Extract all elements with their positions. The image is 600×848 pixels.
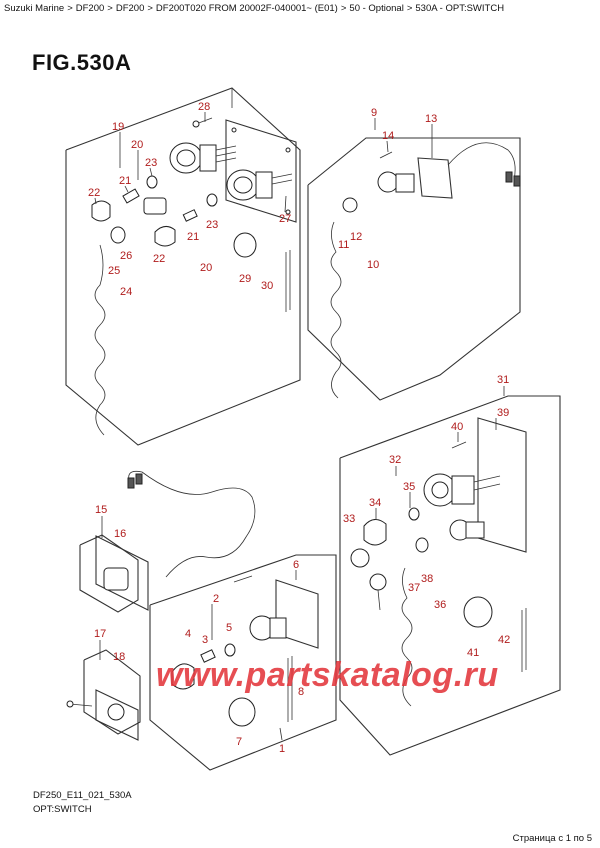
callout-38: 38 bbox=[421, 573, 433, 585]
group-a-mount-plate bbox=[225, 119, 297, 223]
callout-5: 5 bbox=[226, 622, 232, 634]
figure-label: OPT:SWITCH bbox=[33, 804, 92, 815]
breadcrumb: Suzuki Marine>DF200>DF200>DF200T020 FROM… bbox=[4, 3, 504, 14]
stop-switch-b bbox=[342, 142, 521, 213]
callout-20-lower: 20 bbox=[200, 262, 212, 274]
kill-switch-d bbox=[95, 470, 256, 611]
callout-21-lower: 21 bbox=[187, 231, 199, 243]
callout-2: 2 bbox=[213, 593, 219, 605]
watermark: www.partskatalog.ru bbox=[156, 656, 499, 694]
leader-lines bbox=[94, 112, 505, 741]
breadcrumb-item-current: 530A - OPT:SWITCH bbox=[415, 3, 505, 14]
callout-41: 41 bbox=[467, 647, 479, 659]
figure-title: FIG.530A bbox=[32, 50, 132, 75]
ignition-switch-lower bbox=[226, 169, 293, 201]
callout-16: 16 bbox=[114, 528, 126, 540]
callout-12: 12 bbox=[350, 231, 362, 243]
callout-1: 1 bbox=[279, 743, 285, 755]
key-set-c bbox=[350, 519, 387, 611]
breadcrumb-separator: > bbox=[340, 3, 347, 14]
callout-15: 15 bbox=[95, 504, 107, 516]
callout-34: 34 bbox=[369, 497, 381, 509]
breadcrumb-separator: > bbox=[67, 3, 73, 14]
callout-39: 39 bbox=[497, 407, 509, 419]
breadcrumb-separator: > bbox=[107, 3, 113, 14]
callout-19: 19 bbox=[112, 121, 124, 133]
breadcrumb-item-df200-series[interactable]: DF200 bbox=[75, 3, 105, 14]
callout-31: 31 bbox=[497, 374, 509, 386]
callout-8: 8 bbox=[298, 686, 304, 698]
callout-23: 23 bbox=[145, 157, 157, 169]
callout-7: 7 bbox=[236, 736, 242, 748]
callout-23-lower: 23 bbox=[206, 219, 218, 231]
callout-labels: 1 2 3 4 5 6 7 8 9 10 11 12 13 14 15 16 1… bbox=[88, 101, 510, 755]
callout-24: 24 bbox=[120, 286, 132, 298]
key-and-cap-parts-a bbox=[91, 175, 291, 312]
figure-code: DF250_E11_021_530A bbox=[33, 790, 132, 801]
group-e-frame bbox=[149, 554, 337, 771]
callout-32: 32 bbox=[389, 454, 401, 466]
breadcrumb-separator: > bbox=[406, 3, 413, 14]
callout-10: 10 bbox=[367, 259, 379, 271]
callout-25: 25 bbox=[108, 265, 120, 277]
callout-18: 18 bbox=[113, 651, 125, 663]
lanyard-cord-a bbox=[94, 244, 106, 436]
lanyard-cord-c bbox=[401, 567, 413, 707]
callout-27: 27 bbox=[279, 213, 291, 225]
callout-42: 42 bbox=[498, 634, 510, 646]
callout-14: 14 bbox=[382, 130, 394, 142]
callout-33: 33 bbox=[343, 513, 355, 525]
callout-20: 20 bbox=[131, 139, 143, 151]
callout-4: 4 bbox=[185, 628, 191, 640]
callout-37: 37 bbox=[408, 582, 420, 594]
group-c-mount-plate bbox=[477, 417, 527, 553]
callout-21: 21 bbox=[119, 175, 131, 187]
screw-28 bbox=[192, 117, 213, 128]
breadcrumb-item-suzuki-marine[interactable]: Suzuki Marine bbox=[4, 3, 65, 14]
callout-29: 29 bbox=[239, 273, 251, 285]
callout-28: 28 bbox=[198, 101, 210, 113]
breadcrumb-item-df200-model[interactable]: DF200 bbox=[115, 3, 145, 14]
breadcrumb-item-serial-range[interactable]: DF200T020 FROM 20002F-040001~ (E01) bbox=[155, 3, 338, 14]
switch-f bbox=[66, 689, 139, 741]
callout-13: 13 bbox=[425, 113, 437, 125]
ignition-switch-e bbox=[171, 575, 319, 727]
group-f-frame bbox=[83, 649, 141, 735]
callout-36: 36 bbox=[434, 599, 446, 611]
callout-22-lower: 22 bbox=[153, 253, 165, 265]
page-indicator: Страница с 1 по 5 bbox=[512, 833, 592, 844]
lanyard-cord-b bbox=[330, 221, 342, 399]
callout-40: 40 bbox=[451, 421, 463, 433]
callout-9: 9 bbox=[371, 107, 377, 119]
callout-26: 26 bbox=[120, 250, 132, 262]
breadcrumb-separator: > bbox=[147, 3, 153, 14]
group-a-frame bbox=[65, 87, 301, 446]
callout-6: 6 bbox=[293, 559, 299, 571]
callout-17: 17 bbox=[94, 628, 106, 640]
breadcrumb-item-optional[interactable]: 50 - Optional bbox=[349, 3, 404, 14]
group-c-frame bbox=[339, 395, 561, 756]
callout-11: 11 bbox=[338, 239, 349, 251]
ignition-switch-upper bbox=[169, 142, 237, 174]
callout-35: 35 bbox=[403, 481, 415, 493]
callout-3: 3 bbox=[202, 634, 208, 646]
group-b-frame bbox=[307, 137, 521, 401]
callout-30: 30 bbox=[261, 280, 273, 292]
ignition-switch-c bbox=[408, 441, 527, 672]
callout-22: 22 bbox=[88, 187, 100, 199]
